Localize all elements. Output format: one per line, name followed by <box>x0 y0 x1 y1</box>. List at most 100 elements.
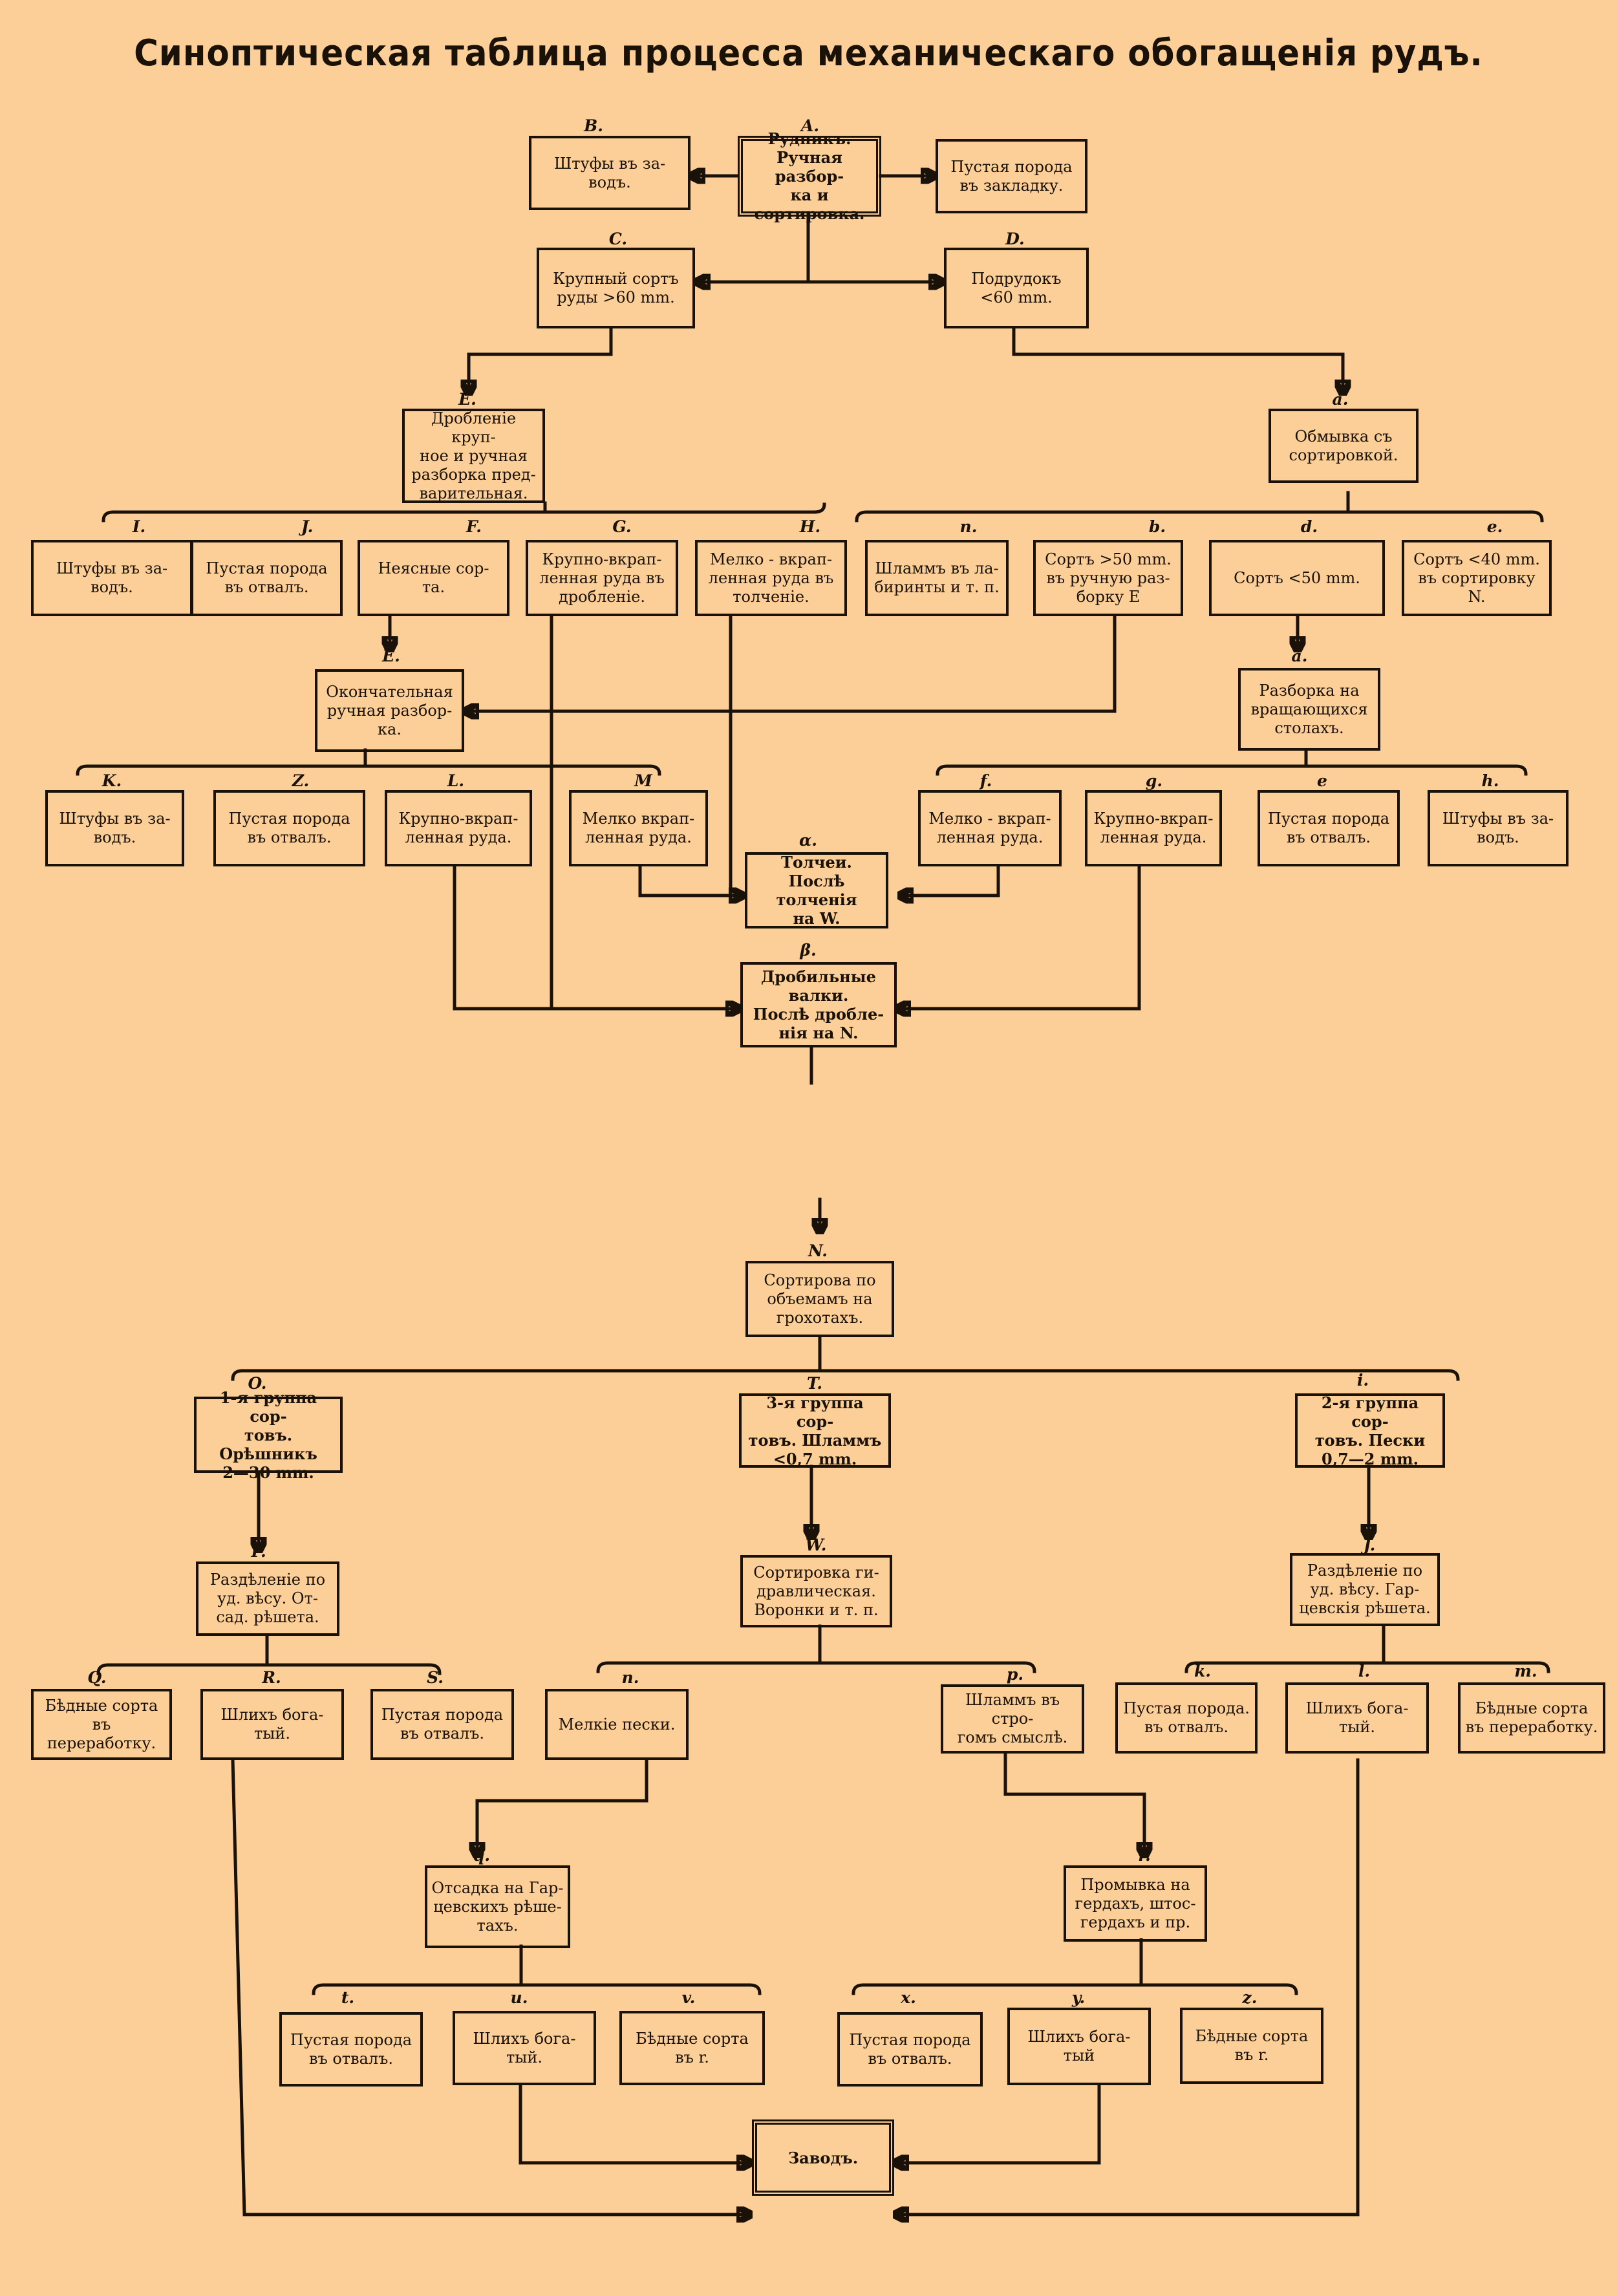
label-D: D. <box>1005 230 1025 248</box>
label-a-mid: a. <box>1291 647 1308 665</box>
node-v: Бѣдные сорта въ r. <box>619 2011 765 2085</box>
node-alpha: Толчеи. Послѣ толченія на W. <box>745 852 888 928</box>
node-C: Крупный сортъ руды >60 mm. <box>537 248 695 328</box>
label-i: i. <box>1356 1371 1369 1389</box>
label-n-bot: n. <box>621 1668 639 1687</box>
node-L: Крупно-вкрап- ленная руда. <box>385 790 532 866</box>
label-Q: Q. <box>87 1668 107 1687</box>
node-x: Пустая порода въ отвалъ. <box>837 2012 983 2087</box>
label-E2: E. <box>382 647 400 665</box>
node-p: Шламмъ въ стро- гомъ смыслѣ. <box>941 1684 1084 1754</box>
node-E: Дробленіе круп- ное и ручная разборка пр… <box>402 409 545 503</box>
node-G: Крупно-вкрап- ленная руда въ дробленіе. <box>526 540 678 616</box>
node-r: Промывка на гердахъ, штос- гердахъ и пр. <box>1064 1865 1207 1942</box>
label-a-top: a. <box>1332 390 1349 409</box>
label-n-top: n. <box>959 517 978 536</box>
node-l: Шлихъ бога- тый. <box>1285 1682 1429 1754</box>
node-A: Рудникъ. Ручная разбор- ка и сортировка. <box>738 129 881 223</box>
bracket-J2 <box>1184 1661 1550 1673</box>
label-p: p. <box>1006 1665 1024 1684</box>
label-f: f. <box>980 771 992 790</box>
label-e-mid: e <box>1317 771 1327 790</box>
node-P: Раздѣленіе по уд. вѣсу. От- сад. рѣшета. <box>196 1561 339 1636</box>
node-d: Сортъ <50 mm. <box>1209 540 1385 616</box>
label-W: W. <box>805 1536 827 1554</box>
label-F: F. <box>466 517 482 536</box>
line-R-zavod <box>231 1758 750 2215</box>
label-H: H. <box>799 517 821 536</box>
node-i: 2-я группа сор- товъ. Пески 0,7—2 mm. <box>1295 1393 1445 1468</box>
line-D-a <box>1012 327 1343 393</box>
label-E: E. <box>458 390 477 409</box>
node-O: 1-я группа сор- товъ. Орѣшникъ 2—30 mm. <box>194 1388 343 1482</box>
node-n-top: Шламмъ въ ла- биринты и т. п. <box>865 540 1009 616</box>
node-J: Пустая порода въ отвалъ. <box>191 540 343 616</box>
node-N: Сортирова по объемамъ на грохотахъ. <box>745 1261 894 1337</box>
node-Q: Бѣдные сорта въ переработку. <box>31 1689 172 1760</box>
label-I: I. <box>132 517 146 536</box>
label-r: r. <box>1138 1846 1151 1865</box>
label-T: T. <box>806 1374 823 1393</box>
node-n-bot: Мелкіе пески. <box>545 1689 689 1760</box>
node-e-mid: Пустая порода въ отвалъ. <box>1258 790 1400 866</box>
node-zavod: Заводъ. <box>752 2119 894 2196</box>
node-h: Штуфы въ за- водъ. <box>1428 790 1569 866</box>
diagram-title: Синоптическая таблица процесса механичес… <box>134 32 1483 74</box>
label-R: R. <box>262 1668 281 1687</box>
label-beta: β. <box>800 941 817 960</box>
node-B-right: Пустая порода въ закладку. <box>936 139 1087 213</box>
line-g-beta <box>897 864 1141 1009</box>
label-d: d. <box>1300 517 1318 536</box>
label-P: P. <box>251 1542 266 1561</box>
label-m: m. <box>1514 1662 1537 1680</box>
line-C-E <box>469 327 613 393</box>
label-M: M <box>634 771 652 790</box>
node-t: Пустая порода въ отвалъ. <box>279 2012 423 2087</box>
label-u: u. <box>510 1988 528 2007</box>
node-F: Неясные сор- та. <box>358 540 509 616</box>
bracket-q <box>312 1983 762 1995</box>
bracket-N <box>231 1369 1460 1381</box>
node-I: Штуфы въ за- водъ. <box>31 540 193 616</box>
node-a-mid: Разборка на вращающихся столахъ. <box>1238 668 1380 751</box>
node-a-top: Обмывка съ сортировкой. <box>1269 409 1419 483</box>
node-m: Бѣдные сорта въ переработку. <box>1458 1682 1605 1754</box>
node-z: Бѣдные сорта въ r. <box>1180 2008 1323 2084</box>
label-q: q. <box>473 1846 491 1865</box>
node-S: Пустая порода въ отвалъ. <box>370 1689 514 1760</box>
bracket-E2 <box>76 764 661 776</box>
line-f-alpha <box>900 864 1000 896</box>
node-Z: Пустая порода въ отвалъ. <box>213 790 365 866</box>
line-b-E2 <box>466 616 1117 711</box>
node-E2: Окончательная ручная разбор- ка. <box>315 669 464 752</box>
label-z: z. <box>1242 1988 1258 2007</box>
node-k: Пустая порода. въ отвалъ. <box>1115 1682 1258 1754</box>
label-l: l. <box>1358 1662 1371 1680</box>
bracket-E <box>102 502 826 522</box>
node-D: Подрудокъ <60 mm. <box>944 248 1089 328</box>
bracket-a-top <box>855 510 1544 522</box>
label-J: J. <box>301 517 314 536</box>
bracket-W <box>596 1661 1036 1673</box>
label-C: C. <box>608 230 628 248</box>
label-t: t. <box>341 1988 355 2007</box>
label-b: b. <box>1148 517 1166 536</box>
line-L-beta <box>453 864 739 1009</box>
node-b: Сортъ >50 mm. въ ручную раз- борку E <box>1033 540 1183 616</box>
line-u-zavod <box>519 2083 750 2163</box>
label-G: G. <box>612 517 632 536</box>
line-nbot-q <box>477 1758 648 1856</box>
node-W: Сортировка ги- дравлическая. Воронки и т… <box>740 1555 892 1627</box>
label-O: O. <box>248 1374 267 1393</box>
node-u: Шлихъ бога- тый. <box>453 2011 596 2085</box>
line-y-zavod <box>895 2083 1101 2163</box>
line-l-zavod <box>895 1758 1360 2215</box>
node-beta: Дробильные валки. Послѣ дробле- нія на N… <box>740 962 897 1047</box>
bracket-amid <box>936 764 1528 776</box>
label-L: L. <box>447 771 465 790</box>
label-Z: Z. <box>292 771 310 790</box>
label-A: A. <box>800 116 820 135</box>
label-y: y. <box>1071 1988 1086 2007</box>
label-N: N. <box>808 1241 828 1260</box>
node-J2: Раздѣленіе по уд. вѣсу. Гар- цевскія рѣш… <box>1290 1553 1440 1626</box>
